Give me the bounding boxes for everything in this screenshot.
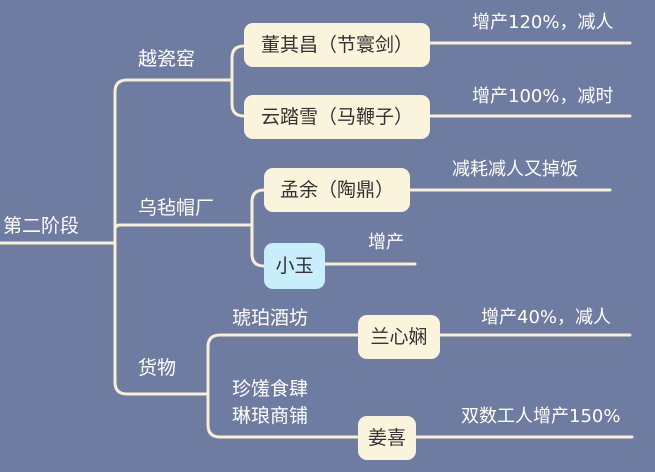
- node-lan-xinxian: 兰心娴: [358, 315, 440, 359]
- node-dong-qichang: 董其昌（节寰剑）: [244, 23, 430, 67]
- result-meng-yu: 减耗减人又掉饭: [452, 159, 578, 180]
- branch-1-connector: [230, 44, 246, 82]
- node-meng-yu: 孟余（陶鼎）: [264, 168, 410, 212]
- sub-label-linlang-shangpu: 琳琅商铺: [232, 405, 309, 427]
- sub-label-hupo-jiufang: 琥珀酒坊: [232, 307, 309, 329]
- result-xiao-yu: 增产: [368, 232, 404, 253]
- branch-label-yueciyao: 越瓷窑: [138, 48, 196, 70]
- result-dong-qichang: 增产120%，减人: [472, 12, 614, 33]
- root-label: 第二阶段: [3, 215, 80, 237]
- result-jiang-xi: 双数工人增产150%: [461, 406, 621, 427]
- result-yun-taxue: 增产100%，减时: [472, 86, 614, 107]
- branch-2-connector: [250, 188, 266, 227]
- branch-label-wuzhanmaochang: 乌毡帽厂: [138, 197, 215, 219]
- node-jiang-xi: 姜喜: [358, 416, 416, 460]
- sub-label-zhenxiu-shisi: 珍馐食肆: [232, 378, 309, 400]
- node-yun-taxue: 云踏雪（马鞭子）: [244, 95, 430, 139]
- result-lan-xinxian: 增产40%，减人: [481, 307, 612, 328]
- branch-label-huowu: 货物: [138, 357, 177, 379]
- branch-3-connector: [206, 333, 362, 396]
- trunk-connector: [113, 78, 234, 245]
- node-xiao-yu: 小玉: [264, 243, 325, 289]
